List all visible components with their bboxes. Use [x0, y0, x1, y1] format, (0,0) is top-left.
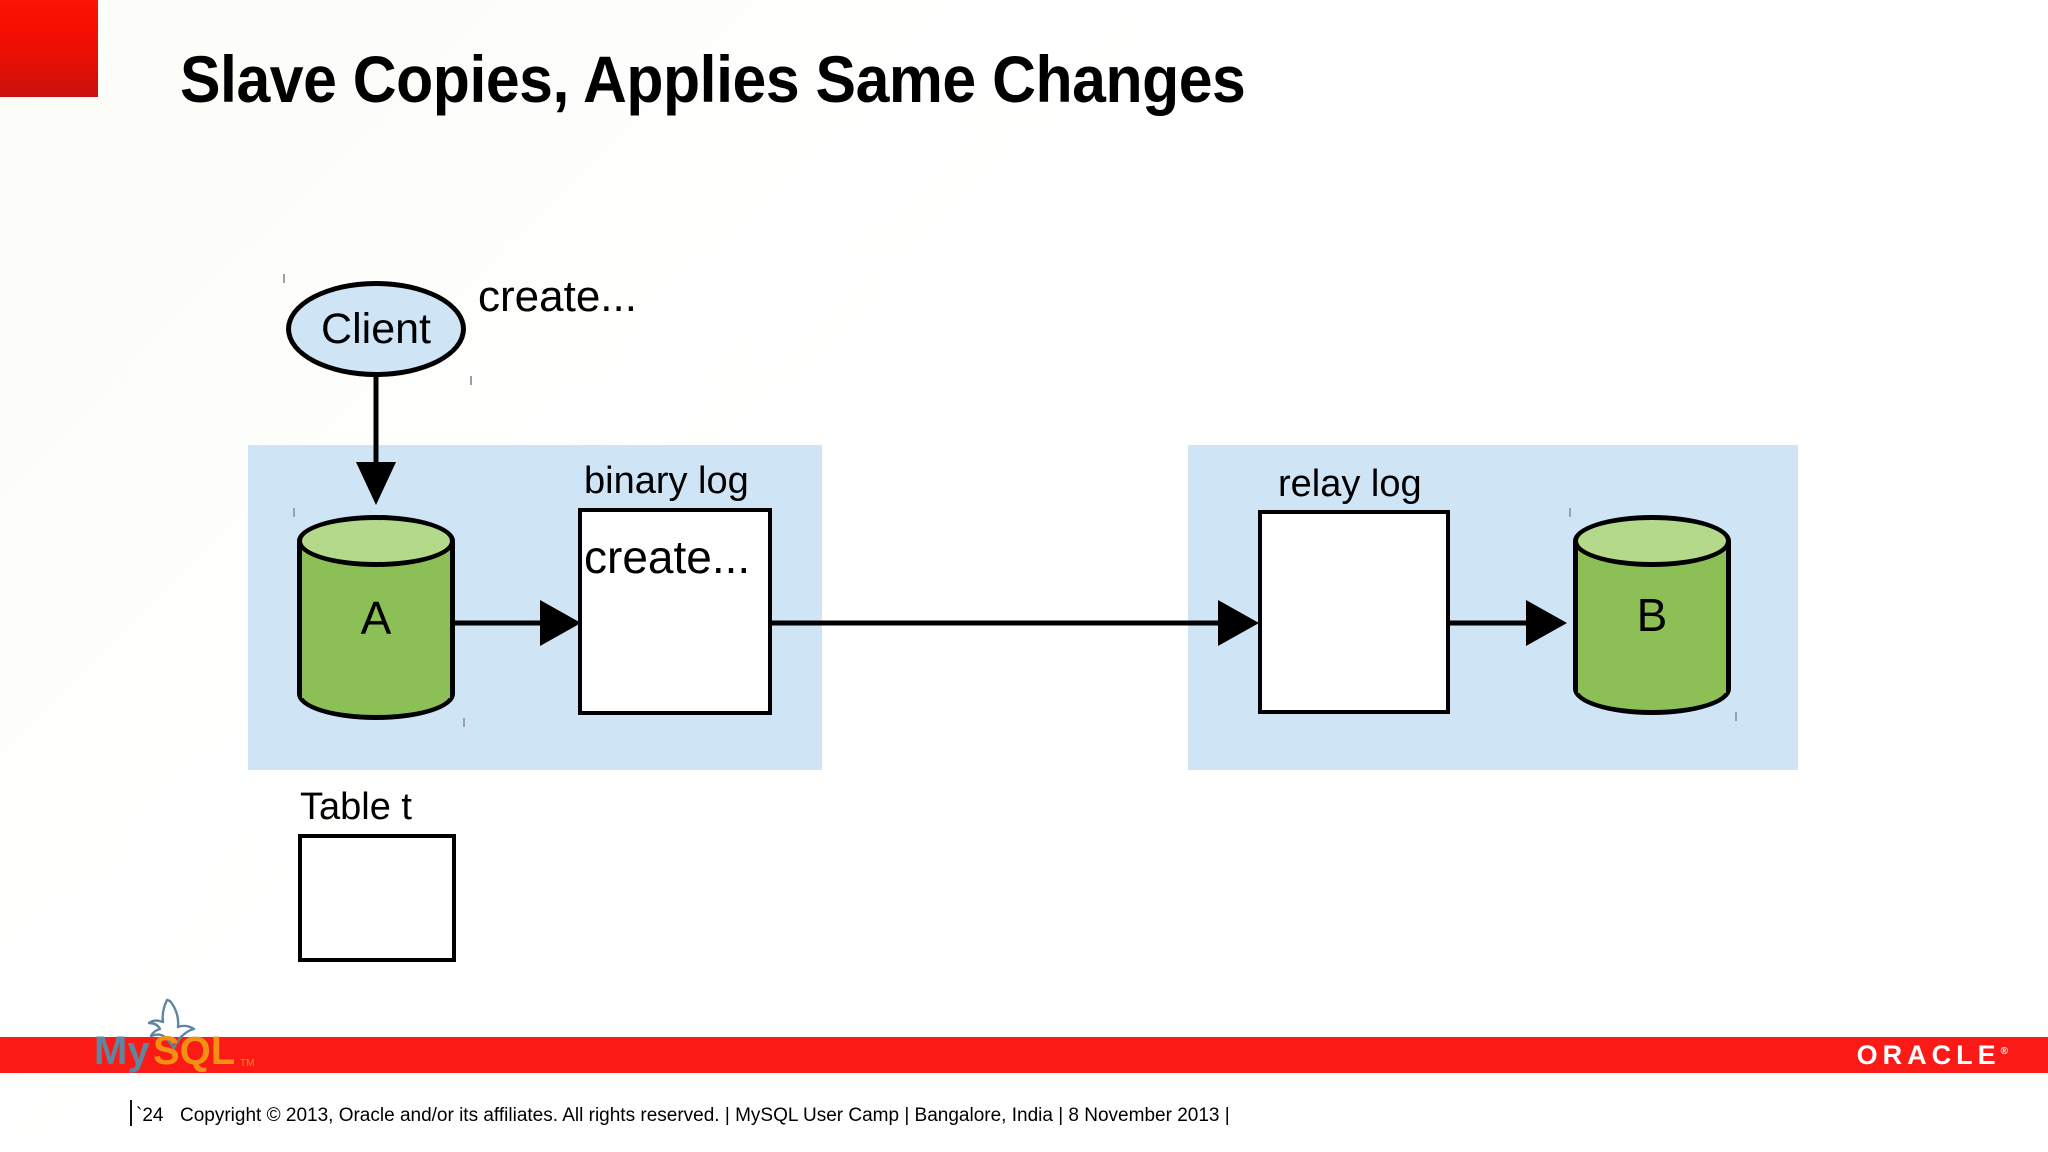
cylinder-top — [1573, 515, 1731, 567]
client-label: Client — [321, 304, 431, 353]
relay-log-caption: relay log — [1278, 463, 1422, 505]
footer-red-bar — [0, 1037, 2048, 1073]
client-statement-label: create... — [478, 272, 637, 321]
footer-divider — [130, 1100, 132, 1126]
table-caption: Table t — [300, 786, 412, 828]
relay-log-box[interactable] — [1258, 510, 1450, 714]
binary-log-box[interactable] — [578, 508, 772, 715]
master-database-label: A — [360, 591, 392, 644]
mysql-trademark: TM — [240, 1058, 254, 1069]
handle-tick — [470, 376, 472, 385]
binary-log-caption: binary log — [584, 460, 749, 502]
slave-database-cylinder[interactable]: B — [1573, 515, 1731, 715]
oracle-wordmark: ORACLE — [1856, 1040, 2001, 1070]
client-node[interactable]: Client — [286, 281, 466, 377]
handle-tick — [463, 718, 465, 727]
oracle-logo: ORACLE® — [1857, 1040, 2008, 1071]
red-corner-block — [0, 0, 98, 97]
mysql-wordmark-my: My — [94, 1029, 150, 1073]
table-box[interactable] — [298, 834, 456, 962]
page-title: Slave Copies, Applies Same Changes — [180, 42, 1246, 116]
cylinder-top — [297, 515, 455, 567]
handle-tick — [283, 274, 285, 283]
oracle-registered-mark: ® — [2000, 1046, 2008, 1057]
master-database-cylinder[interactable]: A — [297, 515, 455, 720]
handle-tick — [1569, 508, 1571, 517]
cylinder-seam-mask — [1578, 663, 1726, 693]
page-number: `24 — [136, 1105, 164, 1126]
slave-database-label: B — [1636, 589, 1668, 641]
handle-tick — [293, 508, 295, 517]
dolphin-icon — [147, 998, 196, 1050]
binary-log-entry: create... — [584, 531, 751, 583]
mysql-wordmark-sql: SQL — [153, 1029, 235, 1073]
copyright-text: Copyright © 2013, Oracle and/or its affi… — [180, 1105, 1230, 1126]
cylinder-seam-mask — [302, 668, 450, 698]
mysql-logo: My SQL TM — [94, 998, 254, 1073]
handle-tick — [1735, 712, 1737, 721]
